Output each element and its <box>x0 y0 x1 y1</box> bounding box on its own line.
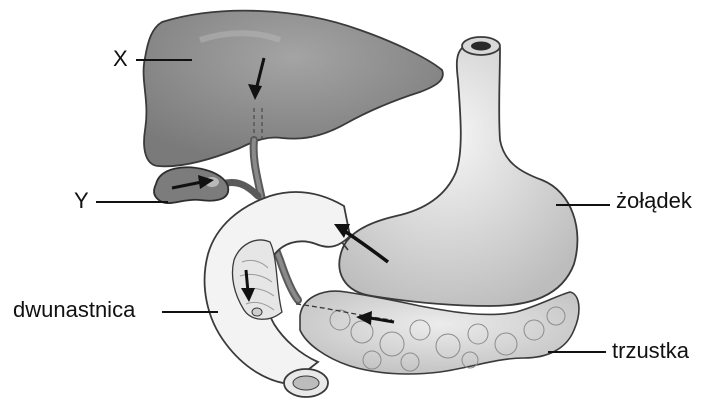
esophagus-lumen <box>471 42 491 51</box>
label-stomach: żołądek <box>616 190 692 212</box>
liver <box>144 11 443 167</box>
label-duodenum: dwunastnica <box>13 299 135 321</box>
label-pancreas: trzustka <box>612 340 689 362</box>
label-y: Y <box>74 190 89 212</box>
papilla <box>252 308 262 316</box>
label-x: X <box>113 48 128 70</box>
duodenum-lumen <box>293 376 319 390</box>
